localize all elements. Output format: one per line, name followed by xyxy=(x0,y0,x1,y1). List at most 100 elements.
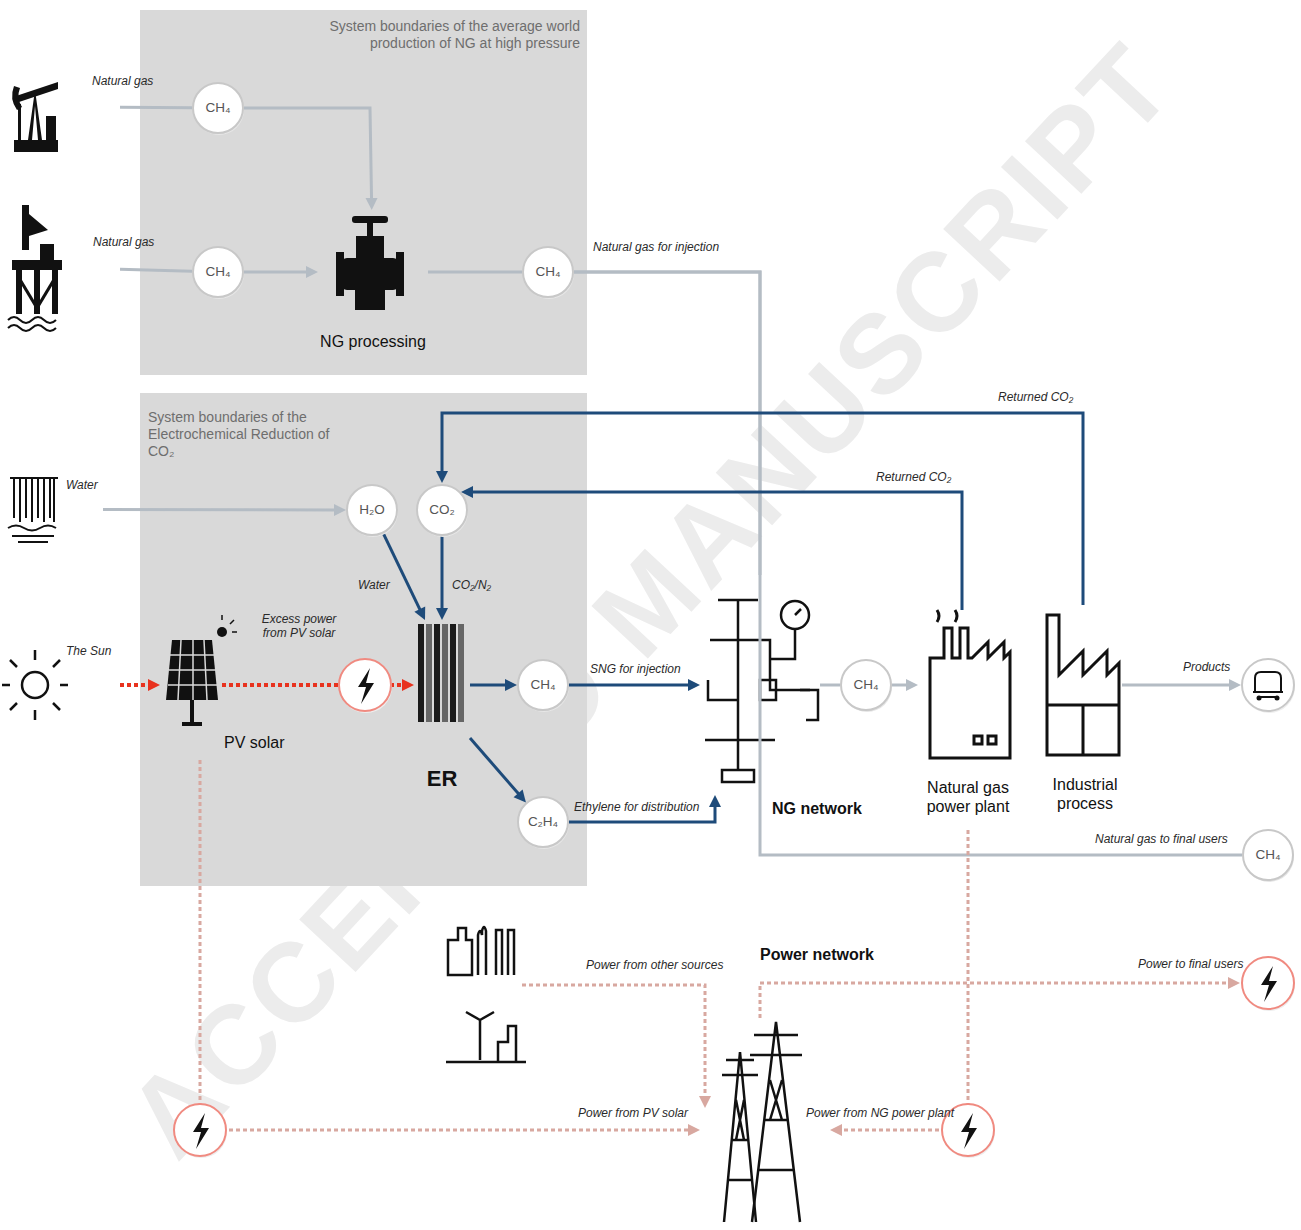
boundary-fill xyxy=(140,393,587,886)
flow-label: Power from NG power plant xyxy=(806,1106,956,1120)
flow-connector xyxy=(574,272,760,575)
flow-connector xyxy=(461,486,962,610)
water-icon xyxy=(8,478,58,542)
flow-connector xyxy=(120,679,160,691)
node-label: Industrial process xyxy=(1035,775,1135,813)
arrow-head xyxy=(1228,977,1240,989)
system-boundary: System boundaries of the average world p… xyxy=(140,10,587,375)
flow-line xyxy=(120,106,192,109)
arrow-head xyxy=(709,795,721,807)
offshore-platform-icon xyxy=(12,205,62,314)
arrow-head xyxy=(688,679,700,691)
boundary-heading: System boundaries of the Electrochemical… xyxy=(148,409,338,459)
flow-label: Excess power from PV solar xyxy=(258,612,340,641)
process-node: Natural gas xyxy=(8,205,120,330)
flow-connector xyxy=(892,679,918,691)
arrow-head xyxy=(402,679,414,691)
power-flow xyxy=(760,983,1230,1018)
er-stack-icon xyxy=(418,624,464,722)
arrow-head xyxy=(1229,679,1241,691)
arrow-head xyxy=(306,266,318,278)
boundary-heading: System boundaries of the average world p… xyxy=(325,18,580,52)
industrial-icon xyxy=(1047,615,1119,755)
species-circle: CH₄ xyxy=(521,245,575,299)
flow-label: Products xyxy=(1183,660,1253,674)
flow-connector xyxy=(244,108,378,210)
species-label: H₂O xyxy=(345,483,399,537)
species-label: CH₄ xyxy=(839,658,893,712)
species-label: CH₄ xyxy=(191,81,245,135)
product-circle xyxy=(1242,659,1295,713)
flow-label: Returned CO₂ xyxy=(876,470,956,484)
species-circle: CH₄ xyxy=(191,81,245,135)
power-plant-icon xyxy=(930,610,1010,758)
electricity-circle xyxy=(174,1104,227,1158)
flow-connector xyxy=(383,533,425,620)
arrow-head xyxy=(906,679,918,691)
flow-line xyxy=(244,108,372,202)
flow-label: Power to final users xyxy=(1138,957,1268,971)
wave-lines xyxy=(8,317,56,331)
flow-connector xyxy=(470,738,526,802)
process-node: Water xyxy=(8,472,103,547)
flow-label: Water xyxy=(358,578,398,592)
arrow-head xyxy=(436,471,448,483)
process-node: NG processing xyxy=(318,210,428,360)
flow-label: Power from other sources xyxy=(586,958,726,972)
flow-connector xyxy=(428,272,522,273)
flow-label: Ethylene for distribution xyxy=(574,800,714,814)
flow-line xyxy=(120,683,152,687)
flow-line xyxy=(200,760,692,1130)
flow-label: Natural gas to final users xyxy=(1095,832,1245,846)
node-label: Natural gas xyxy=(93,235,183,249)
species-circle: CH₄ xyxy=(839,658,893,712)
flow-line xyxy=(574,272,760,575)
flow-line xyxy=(244,271,310,274)
flow-connector xyxy=(436,536,448,620)
flow-connector xyxy=(103,504,346,516)
pump-jack-icon xyxy=(12,82,58,152)
species-circle: CO₂ xyxy=(415,483,469,537)
node-label: The Sun xyxy=(66,644,136,658)
flow-label: CO₂/N₂ xyxy=(452,578,512,592)
other-sources-icon xyxy=(446,927,526,1062)
arrow-head xyxy=(514,789,526,802)
flow-line xyxy=(574,272,1242,855)
process-node: Natural gas power plant xyxy=(918,610,1018,830)
arrow-head xyxy=(366,198,378,210)
node-label: Water xyxy=(66,478,126,492)
node-label: ER xyxy=(414,766,470,792)
species-label: CH₄ xyxy=(1241,828,1295,882)
flow-connector xyxy=(820,685,840,686)
arrow-head xyxy=(436,608,448,620)
flow-line xyxy=(441,536,444,612)
pv-panel-icon xyxy=(166,615,237,726)
flow-line xyxy=(820,684,840,687)
process-node: The Sun xyxy=(8,640,120,730)
flow-line xyxy=(469,492,962,610)
flow-connector xyxy=(830,830,968,1136)
flow-line xyxy=(120,269,192,271)
system-boundary: System boundaries of the Electrochemical… xyxy=(140,393,587,886)
pylon-icon xyxy=(722,1022,802,1222)
flow-line xyxy=(103,508,338,511)
species-circle: CH₄ xyxy=(1241,828,1295,882)
power-flow xyxy=(522,985,705,1098)
species-label: CH₄ xyxy=(516,658,570,712)
flow-line xyxy=(428,271,522,274)
flow-line xyxy=(470,684,509,687)
node-label: Natural gas power plant xyxy=(913,778,1023,816)
sun-icon xyxy=(2,650,68,720)
process-node: Natural gas xyxy=(10,58,120,156)
flow-line xyxy=(442,413,1083,605)
arrow-head xyxy=(830,1124,842,1136)
process-node: ER xyxy=(414,620,470,800)
flow-connector xyxy=(200,760,700,1136)
electricity-circle xyxy=(1242,957,1295,1011)
flow-connector xyxy=(120,269,192,271)
node-label: Power network xyxy=(760,945,890,964)
process-node: Industrial process xyxy=(1035,605,1135,820)
node-label: NG network xyxy=(772,799,882,818)
